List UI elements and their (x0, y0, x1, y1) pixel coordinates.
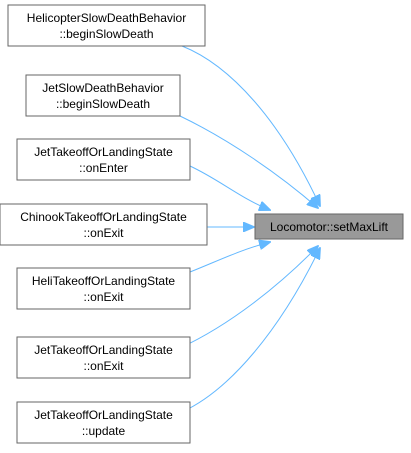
caller-line1: JetSlowDeathBehavior (42, 81, 163, 95)
caller-node-heli-on-exit[interactable]: HeliTakeoffOrLandingState ::onExit (16, 267, 191, 310)
caller-line2: ::onExit (83, 226, 124, 240)
caller-line2: ::update (82, 424, 126, 438)
caller-line2: ::beginSlowDeath (59, 27, 153, 41)
caller-node-jet-slow-death[interactable]: JetSlowDeathBehavior ::beginSlowDeath (25, 74, 181, 117)
target-node[interactable]: Locomotor::setMaxLift (254, 213, 404, 240)
caller-node-jet-takeoff-on-exit[interactable]: JetTakeoffOrLandingState ::onExit (16, 336, 191, 379)
caller-nodes: HelicopterSlowDeathBehavior ::beginSlowD… (0, 4, 208, 444)
caller-node-jet-takeoff-update[interactable]: JetTakeoffOrLandingState ::update (16, 401, 191, 444)
caller-line1: JetTakeoffOrLandingState (34, 408, 173, 422)
edge-jet-slow-death (179, 115, 318, 208)
caller-line1: HeliTakeoffOrLandingState (32, 274, 176, 288)
edges (179, 45, 320, 413)
edge-jet-takeoff-update (181, 248, 320, 413)
caller-line1: ChinookTakeoffOrLandingState (20, 210, 187, 224)
edge-helicopter-slow-death (181, 45, 320, 206)
caller-node-chinook-on-exit[interactable]: ChinookTakeoffOrLandingState ::onExit (0, 203, 208, 246)
caller-node-helicopter-slow-death[interactable]: HelicopterSlowDeathBehavior ::beginSlowD… (7, 4, 206, 47)
edge-jet-takeoff-on-enter (189, 165, 270, 210)
caller-line1: JetTakeoffOrLandingState (34, 343, 173, 357)
target-label: Locomotor::setMaxLift (270, 220, 389, 234)
caller-node-jet-takeoff-on-enter[interactable]: JetTakeoffOrLandingState ::onEnter (16, 138, 191, 181)
caller-line1: HelicopterSlowDeathBehavior (27, 11, 186, 25)
caller-line2: ::onExit (83, 290, 124, 304)
caller-line1: JetTakeoffOrLandingState (34, 145, 173, 159)
edge-jet-takeoff-on-exit (179, 246, 318, 349)
edge-heli-on-exit (189, 242, 270, 273)
caller-line2: ::onEnter (79, 161, 128, 175)
caller-line2: ::beginSlowDeath (56, 97, 150, 111)
caller-line2: ::onExit (83, 359, 124, 373)
